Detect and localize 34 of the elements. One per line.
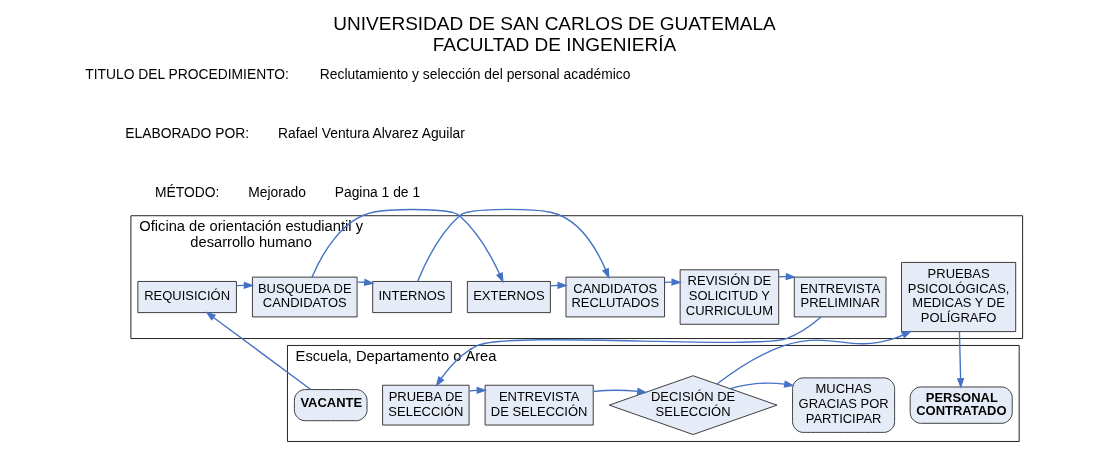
node-box: PRUEBA DE SELECCIÓN [381, 384, 469, 426]
arrow [956, 331, 964, 389]
arrow [204, 311, 311, 391]
arrow [715, 330, 912, 385]
arrow [592, 387, 648, 395]
node-box: MUCHAS GRACIAS POR PARTICIPAR [791, 377, 895, 433]
arrow [468, 386, 487, 395]
arrow [549, 281, 568, 290]
node-box: EXTERNOS [466, 281, 551, 314]
label: TITULO DEL PROCEDIMIENTO: [84, 65, 289, 82]
node-box: BUSQUEDA DE CANDIDATOS [251, 276, 357, 318]
node-box: INTERNOS [371, 281, 452, 314]
node-box: PRUEBAS PSICOLÓGICAS, MEDICAS Y DE POLÍGRAFO [900, 262, 1016, 333]
arrow [729, 380, 795, 390]
diagram-title: UNIVERSIDAD DE SAN CARLOS DE GUATEMALA FACULTAD DE INGENIERÍA [332, 13, 776, 56]
arrow [310, 208, 504, 284]
node-box: REQUISICIÓN [136, 281, 237, 314]
label: Pagina 1 de 1 [334, 183, 420, 200]
node-box: CANDIDATOS RECLUTADOS [565, 276, 665, 318]
label: MÉTODO: [154, 183, 219, 200]
node-box: PERSONAL CONTRATADO [909, 386, 1013, 424]
node-diamond: DECISIÓN DE SELECCIÓN [608, 375, 777, 435]
node-box: VACANTE [293, 389, 367, 422]
node-box: REVISIÓN DE SOLICITUD Y CURRICULUM [679, 269, 779, 325]
label: Mejorado [247, 183, 306, 200]
arrow [435, 316, 822, 387]
arrow [416, 208, 609, 282]
arrow [663, 278, 682, 286]
arrow [355, 278, 375, 286]
node-box: ENTREVISTA DE SELECCIÓN [484, 384, 594, 426]
node-box: ENTREVISTA PRELIMINAR [793, 276, 886, 318]
label: Reclutamiento y selección del personal académico [319, 65, 630, 82]
label: ELABORADO POR: [124, 124, 249, 141]
label: Rafael Ventura Alvarez Aguilar [277, 124, 465, 141]
